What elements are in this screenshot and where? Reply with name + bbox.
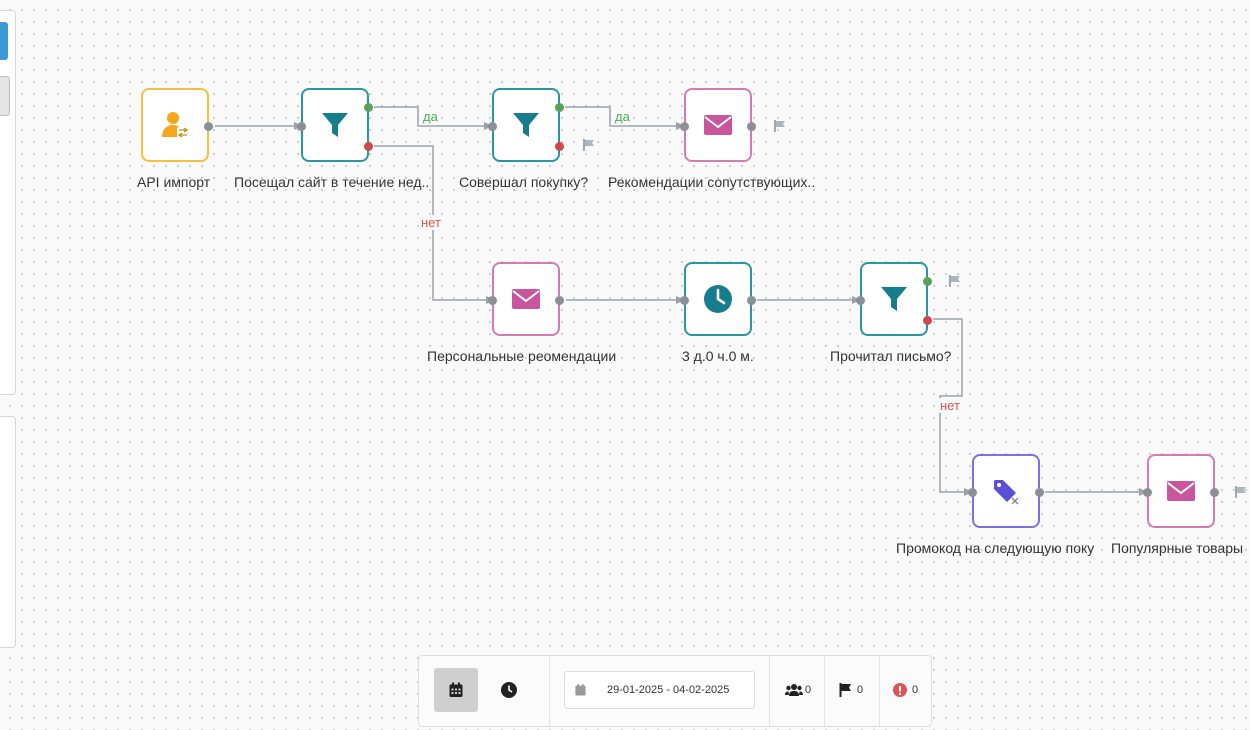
node-email-personal[interactable]	[488, 262, 564, 336]
error-icon	[893, 683, 907, 697]
node-api-import[interactable]	[141, 88, 213, 162]
node-filter-read-email[interactable]	[856, 262, 932, 336]
input-port[interactable]	[856, 296, 865, 305]
user-import-icon	[162, 112, 189, 138]
toolbar-divider	[879, 656, 880, 726]
flag-icon[interactable]	[582, 138, 596, 152]
calendar-view-button[interactable]	[434, 668, 478, 712]
node-label: Персональные реомендации	[427, 348, 617, 364]
date-range-text: 29-01-2025 - 04-02-2025	[607, 684, 730, 696]
yes-port[interactable]	[923, 277, 932, 286]
users-count: 0	[805, 684, 812, 696]
flags-stat[interactable]: 0	[839, 683, 869, 699]
node-filter-made-purchase[interactable]	[488, 88, 564, 162]
node-email-popular[interactable]	[1143, 454, 1219, 528]
input-port[interactable]	[680, 296, 689, 305]
output-port[interactable]	[747, 122, 756, 131]
node-label: Посещал сайт в течение нед..	[234, 174, 430, 190]
output-port[interactable]	[204, 122, 213, 131]
bottom-toolbar: 29-01-2025 - 04-02-2025 0 0 0	[418, 655, 932, 727]
users-icon	[785, 684, 803, 696]
yes-port[interactable]	[555, 103, 564, 112]
input-port[interactable]	[968, 488, 977, 497]
edge-label-no: нет	[419, 215, 443, 230]
flag-icon[interactable]	[773, 119, 787, 133]
toolbar-divider	[769, 656, 770, 726]
input-port[interactable]	[297, 122, 306, 131]
flag-icon	[839, 683, 851, 697]
node-label: Рекомендации сопутствующих..	[608, 174, 816, 190]
flags-count: 0	[857, 684, 864, 696]
errors-stat[interactable]: 0	[893, 683, 923, 699]
edge-label-yes: да	[613, 109, 632, 124]
output-port[interactable]	[1210, 488, 1219, 497]
node-label: 3 д.0 ч.0 м.	[682, 348, 754, 364]
toolbar-divider	[549, 656, 550, 726]
input-port[interactable]	[488, 296, 497, 305]
flag-icon[interactable]	[1234, 485, 1248, 499]
input-port[interactable]	[1143, 488, 1152, 497]
funnel-icon	[322, 113, 348, 137]
edge-read-no-to-promo	[933, 318, 966, 493]
calendar-icon	[449, 682, 463, 697]
output-port[interactable]	[1035, 488, 1044, 497]
date-range-picker[interactable]: 29-01-2025 - 04-02-2025	[564, 671, 755, 709]
node-filter-visited-site[interactable]	[297, 88, 373, 162]
output-port[interactable]	[555, 296, 564, 305]
clock-icon	[704, 285, 732, 313]
yes-port[interactable]	[364, 103, 373, 112]
left-panel-button-secondary[interactable]	[0, 76, 10, 116]
node-label: Прочитал письмо?	[830, 348, 952, 364]
tag-icon	[994, 480, 1019, 505]
input-port[interactable]	[488, 122, 497, 131]
edge-label-no: нет	[938, 398, 962, 413]
users-stat[interactable]: 0	[785, 683, 815, 699]
funnel-icon	[513, 113, 539, 137]
time-view-button[interactable]	[487, 668, 531, 712]
input-port[interactable]	[680, 122, 689, 131]
no-port[interactable]	[923, 316, 932, 325]
left-panel-button-primary[interactable]	[0, 22, 8, 60]
flag-icon[interactable]	[948, 274, 962, 288]
node-label: Совершал покупку?	[459, 174, 589, 190]
envelope-icon	[1167, 481, 1195, 501]
envelope-icon	[704, 115, 732, 135]
errors-count: 0	[912, 684, 919, 696]
edge-bought-yes-to-rec	[565, 106, 678, 127]
node-label: API импорт	[137, 174, 211, 190]
output-port[interactable]	[747, 296, 756, 305]
envelope-icon	[512, 289, 540, 309]
node-label: Промокод на следующую поку	[896, 540, 1095, 556]
no-port[interactable]	[364, 142, 373, 151]
no-port[interactable]	[555, 142, 564, 151]
left-panel-bottom	[0, 416, 16, 648]
node-email-recommendations[interactable]	[680, 88, 756, 162]
node-label: Популярные товары	[1111, 540, 1244, 556]
edge-label-yes: да	[421, 109, 440, 124]
clock-icon	[501, 682, 517, 698]
edge-visited-yes-to-bought	[374, 106, 486, 127]
calendar-icon	[575, 684, 586, 696]
toolbar-divider	[824, 656, 825, 726]
node-delay[interactable]	[680, 262, 756, 336]
funnel-icon	[881, 287, 907, 311]
node-promocode[interactable]	[968, 454, 1044, 528]
